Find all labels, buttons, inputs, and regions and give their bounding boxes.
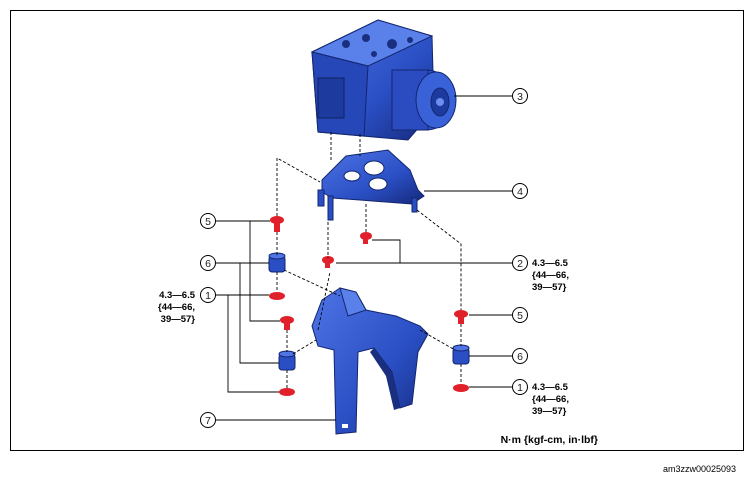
svg-text:6: 6	[517, 351, 523, 363]
torque-spec-left: 4.3—6.5 {44—66, 39—57}	[158, 290, 196, 325]
svg-text:7: 7	[205, 415, 211, 427]
torque-spec-right: 4.3—6.5 {44—66, 39—57}	[532, 382, 569, 417]
svg-text:{44—66,: {44—66,	[158, 302, 195, 313]
bushing-6-left	[268, 252, 286, 273]
callout-5-right: 5	[512, 307, 528, 323]
assembly-lines	[276, 132, 462, 388]
svg-text:2: 2	[517, 258, 523, 270]
hydraulic-unit	[310, 19, 457, 141]
diagram-frame	[10, 10, 744, 451]
svg-text:4.3—6.5: 4.3—6.5	[159, 290, 196, 301]
bolt-5-lower	[280, 316, 294, 330]
svg-text:{44—66,: {44—66,	[532, 270, 569, 281]
nut-1-left	[269, 292, 285, 300]
bushing-6-lower	[278, 350, 296, 371]
callout-3: 3	[512, 88, 528, 104]
svg-text:6: 6	[205, 258, 211, 270]
fasteners	[268, 216, 470, 396]
leader-lines	[216, 95, 512, 421]
nut-1-right	[453, 384, 469, 392]
nut-1-lower	[279, 388, 295, 396]
bolt-5-right	[454, 310, 468, 324]
svg-text:{44—66,: {44—66,	[532, 394, 569, 405]
torque-spec-bolt-2: 4.3—6.5 {44—66, 39—57}	[532, 258, 569, 293]
callout-1-left: 1	[200, 287, 216, 303]
svg-text:39—57}: 39—57}	[161, 314, 196, 325]
callout-7: 7	[200, 412, 216, 428]
bolt-2-lower	[322, 256, 334, 268]
bolt-2-upper	[360, 232, 372, 244]
callout-6-left: 6	[200, 255, 216, 271]
mounting-bracket	[311, 287, 429, 435]
svg-text:4: 4	[517, 186, 523, 198]
svg-text:5: 5	[205, 216, 211, 228]
svg-text:3: 3	[517, 91, 523, 103]
callout-5-left: 5	[200, 213, 216, 229]
svg-text:39—57}: 39—57}	[532, 406, 567, 417]
svg-text:4.3—6.5: 4.3—6.5	[532, 258, 569, 269]
callout-2: 2	[512, 255, 528, 271]
reference-code: am3zzw00025093	[663, 464, 736, 474]
callout-1-right: 1	[512, 379, 528, 395]
callout-6-right: 6	[512, 348, 528, 364]
bushing-6-right	[452, 344, 470, 365]
callout-4: 4	[512, 183, 528, 199]
svg-text:1: 1	[205, 290, 211, 302]
svg-text:5: 5	[517, 310, 523, 322]
hu-bracket	[317, 149, 425, 221]
svg-text:4.3—6.5: 4.3—6.5	[532, 382, 569, 393]
svg-text:1: 1	[517, 382, 523, 394]
bolt-5-left	[270, 216, 284, 232]
svg-text:39—57}: 39—57}	[532, 282, 567, 293]
torque-units-label: N·m {kgf-cm, in·lbf}	[501, 434, 598, 446]
